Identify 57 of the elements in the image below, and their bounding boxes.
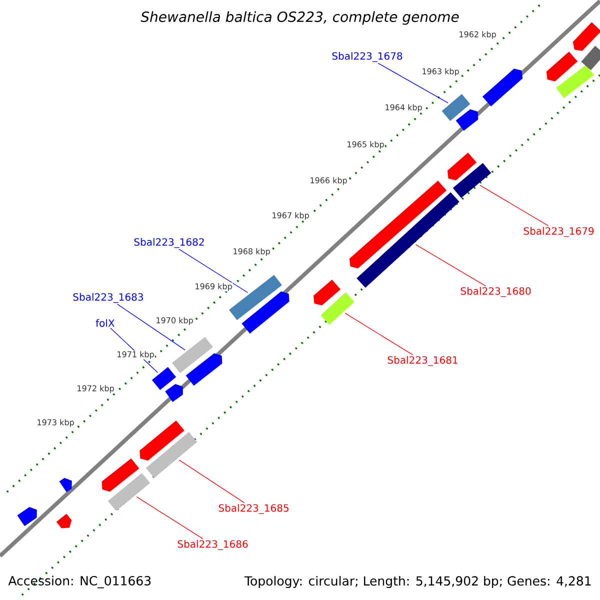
- gene-box: [152, 366, 176, 390]
- leader-line: [344, 312, 414, 356]
- scale-label: 1968 kbp: [232, 248, 271, 256]
- gene-box: [452, 163, 492, 198]
- gene-box: [146, 432, 198, 478]
- footer-text: Accession: NC_011663: [8, 576, 151, 588]
- gene-label: Sbal223_1678: [332, 52, 402, 62]
- scale-label: 1966 kbp: [309, 176, 348, 186]
- gene-box: [172, 336, 214, 374]
- scale-label: 1962 kbp: [458, 30, 497, 40]
- gene-label: folX: [96, 319, 114, 327]
- gene-block: [456, 109, 478, 131]
- leader-line: [117, 304, 186, 350]
- scale-label: 1971 kbp: [116, 350, 155, 360]
- gene-block: [102, 458, 140, 492]
- gene-box: [320, 292, 354, 325]
- gene-block: [349, 180, 447, 268]
- gene-block: [165, 384, 183, 402]
- leader-line: [479, 184, 549, 226]
- gene-block: [447, 152, 477, 180]
- gene-box: [442, 94, 470, 121]
- gene-block: [482, 68, 523, 106]
- title: Shewanella baltica OS223, complete genome: [140, 11, 459, 25]
- scale-label: 1965 kbp: [346, 140, 385, 150]
- scale-label: 1970 kbp: [155, 316, 194, 326]
- gene-label: Sbal223_1681: [388, 356, 458, 366]
- gene-block: [17, 506, 37, 526]
- leader-line: [178, 248, 248, 293]
- gene-block: [313, 280, 341, 306]
- scale-label: 1973 kbp: [36, 418, 75, 428]
- gene-box: [556, 64, 594, 98]
- leader-line: [136, 496, 204, 540]
- gene-label: Sbal223_1682: [134, 238, 204, 248]
- gene-block: [140, 420, 184, 461]
- gene-block: [572, 22, 600, 51]
- gene-block: [186, 353, 222, 386]
- gene-label: Sbal223_1683: [73, 293, 143, 303]
- gene-box: [108, 473, 150, 512]
- scale-label: 1967 kbp: [271, 212, 310, 220]
- leader-line: [415, 244, 486, 286]
- leader-line: [378, 62, 448, 104]
- gene-label: Sbal223_1686: [178, 540, 248, 550]
- scale-label: 1964 kbp: [384, 104, 423, 112]
- gene-block: [546, 52, 578, 82]
- footer-text: Topology: circular; Length: 5,145,902 bp; Genes: 4,281: [244, 576, 591, 588]
- scale-label: 1972 kbp: [76, 384, 115, 394]
- gene-box: [581, 46, 600, 70]
- gene-box: [356, 192, 460, 288]
- leader-line: [178, 460, 245, 504]
- gene-label: Sbal223_1679: [524, 227, 594, 237]
- gene-block: [59, 478, 72, 492]
- gene-label: Sbal223_1680: [460, 287, 531, 297]
- scale-label: 1963 kbp: [421, 68, 460, 76]
- scale-label: 1969 kbp: [194, 282, 233, 292]
- gene-label: Sbal223_1685: [218, 504, 288, 514]
- gene-block: [56, 514, 72, 528]
- gene-block: [242, 291, 290, 334]
